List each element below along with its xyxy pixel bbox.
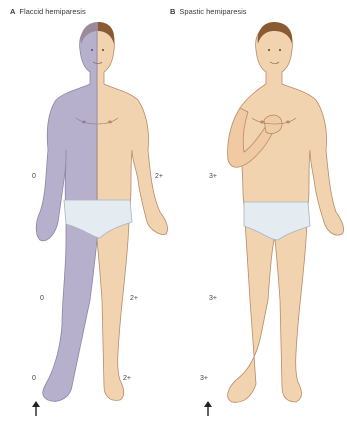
reflex-grade-a-arm-right: 2+ xyxy=(155,173,163,180)
reflex-grade-b-knee: 3+ xyxy=(209,295,217,302)
reflex-grade-a-knee-right: 2+ xyxy=(130,295,138,302)
reflex-grade-a-arm-left: 0 xyxy=(32,173,36,180)
reflex-grade-a-ankle-right: 2+ xyxy=(123,375,131,382)
reflex-grade-b-ankle: 3+ xyxy=(200,375,208,382)
up-arrow-icon xyxy=(204,401,212,416)
reflex-grade-a-knee-left: 0 xyxy=(40,295,44,302)
figure-b-body xyxy=(228,22,344,402)
reflex-grade-a-ankle-left: 0 xyxy=(32,375,36,382)
reflex-grade-b-arm: 3+ xyxy=(209,173,217,180)
up-arrow-icon xyxy=(32,401,40,416)
figure-a-body xyxy=(36,22,167,401)
